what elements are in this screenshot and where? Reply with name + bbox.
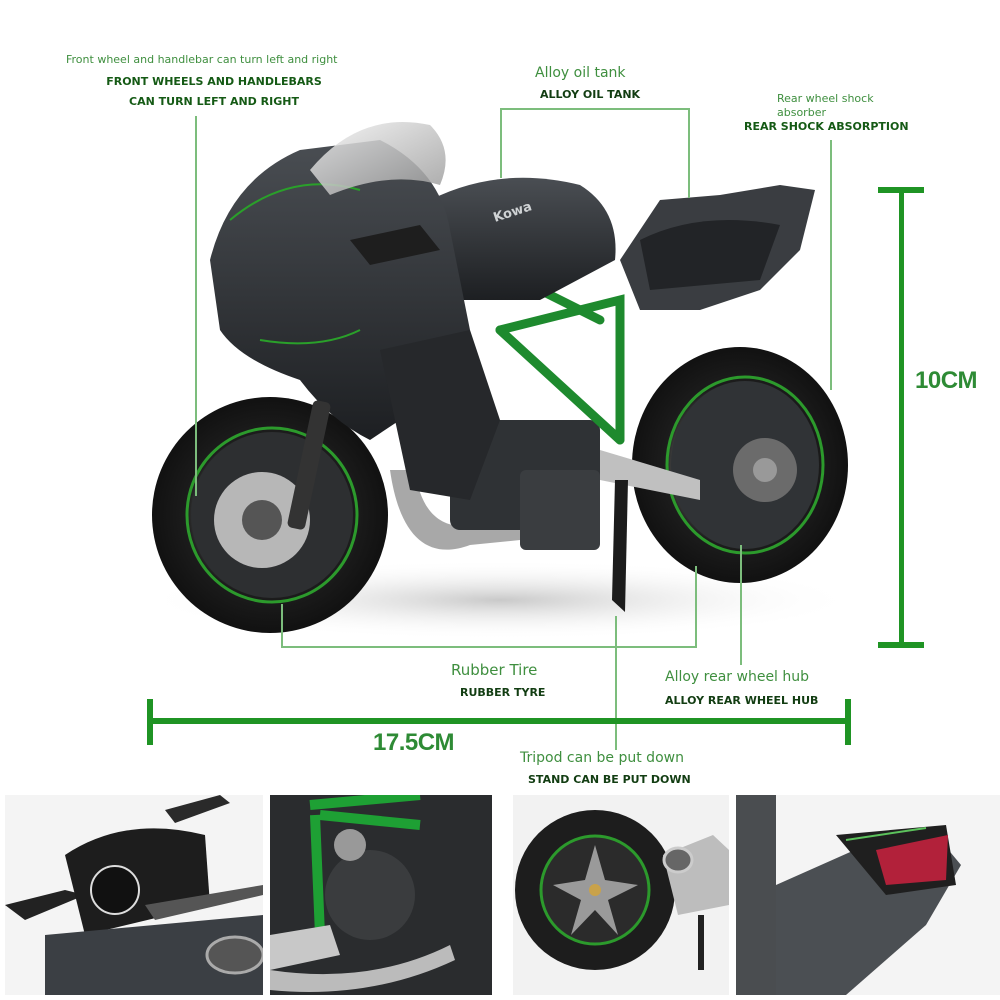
front-wheel-label-caps-2: CAN TURN LEFT AND RIGHT — [129, 95, 299, 108]
stand-label-en: Tripod can be put down — [520, 750, 684, 766]
leader-oil-tank-right — [688, 108, 690, 198]
height-bar-bottom-cap — [878, 642, 924, 648]
rubber-tire-label-caps: RUBBER TYRE — [460, 686, 546, 699]
leader-stand — [615, 616, 617, 750]
front-wheel-label-caps-1: FRONT WHEELS AND HANDLEBARS — [106, 75, 322, 88]
height-dimension-label: 10CM — [915, 367, 978, 394]
length-dimension-label: 17.5CM — [373, 729, 455, 756]
leader-front-wheel — [195, 116, 197, 496]
rubber-tire-label-en: Rubber Tire — [451, 661, 538, 679]
height-bar — [899, 187, 904, 647]
rear-hub-label-en: Alloy rear wheel hub — [665, 669, 810, 685]
leader-rear-shock — [830, 140, 832, 390]
rear-wheel — [632, 347, 848, 583]
length-bar — [147, 718, 851, 724]
oil-tank-label-caps: ALLOY OIL TANK — [540, 88, 641, 101]
front-wheel-label-en: Front wheel and handlebar can turn left … — [66, 53, 338, 66]
leader-tire-bracket-left — [281, 604, 283, 648]
leader-rear-hub — [740, 545, 742, 665]
rear-shock-label-caps: REAR SHOCK ABSORPTION — [744, 120, 909, 133]
leader-oil-tank-top — [500, 108, 690, 110]
leader-tire-bracket-bottom — [281, 646, 697, 648]
stand-label-caps: STAND CAN BE PUT DOWN — [528, 773, 691, 786]
rear-hub-label-caps: ALLOY REAR WHEEL HUB — [665, 694, 819, 707]
oil-tank-label-en: Alloy oil tank — [535, 65, 626, 81]
leader-tire-bracket-right — [695, 566, 697, 648]
thumbnail-dashboard-handlebar — [5, 795, 263, 995]
leader-oil-tank-left — [500, 108, 502, 178]
thumbnail-tail-light — [736, 795, 1000, 995]
rear-shock-label-en-2: absorber — [777, 106, 826, 119]
length-bar-right-cap — [845, 699, 851, 745]
thumbnail-engine-frame — [270, 795, 492, 995]
thumbnail-rear-wheel — [513, 795, 729, 995]
motorcycle-model-image: Kowa — [140, 122, 860, 640]
rear-shock-label-en-1: Rear wheel shock — [777, 92, 874, 105]
front-wheel — [152, 397, 388, 633]
